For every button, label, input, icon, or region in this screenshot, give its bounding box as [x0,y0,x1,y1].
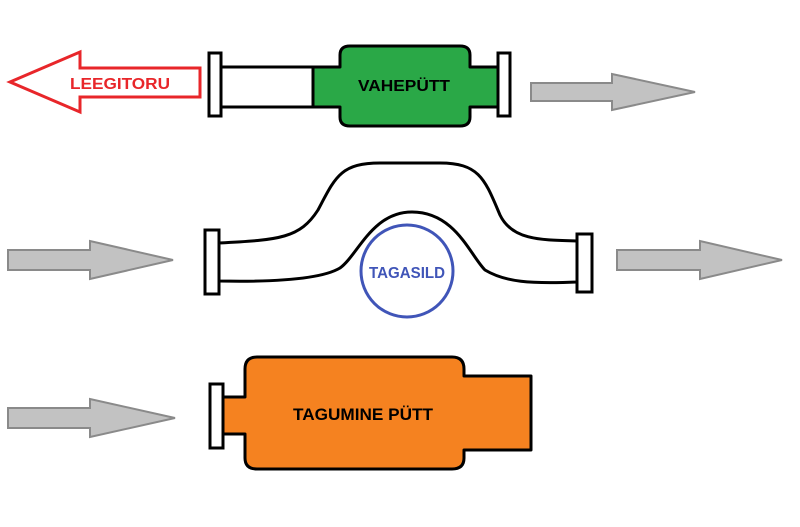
leegitoru-arrow [6,49,202,115]
mid-left-flange [207,51,223,118]
leegitoru-label: LEEGITORU [70,76,170,93]
flow-arrow-right-1 [530,72,696,112]
tagumine-putt-label: TAGUMINE PÜTT [293,405,434,424]
mid-inlet-pipe [219,65,317,109]
bridge-right-flange [575,232,594,294]
tagumine-putt-muffler [221,355,533,471]
flow-arrow-right-4 [7,397,176,439]
tagasild-circle [359,223,455,319]
tagasild-label: TAGASILD [369,265,445,282]
flow-arrow-right-2 [7,239,174,281]
bridge-left-flange [203,228,221,296]
mid-right-flange [496,51,512,118]
flow-arrow-right-3 [616,239,783,281]
rear-left-flange [208,382,225,450]
vaheputt-label: VAHEPÜTT [358,76,450,95]
